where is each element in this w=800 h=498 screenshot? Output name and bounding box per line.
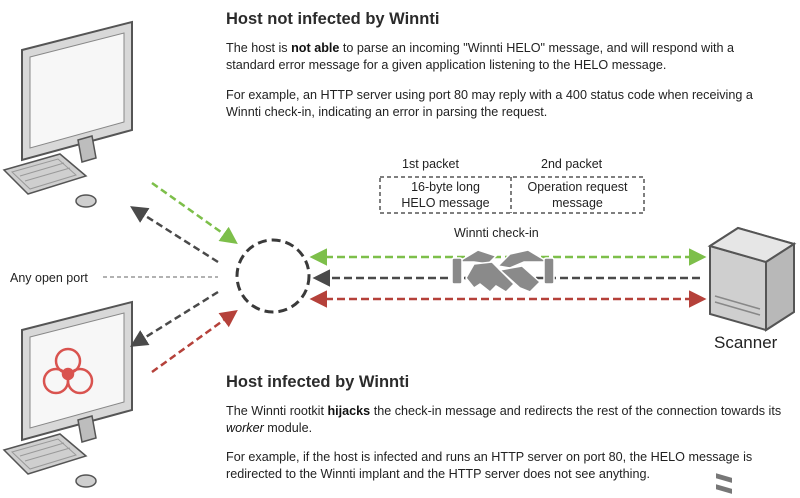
open-port-label: Any open port <box>10 271 88 285</box>
bottom-computer-icon <box>2 300 133 488</box>
top-incoming-arrow <box>151 181 238 245</box>
handshake-icon <box>451 249 555 294</box>
top-response-arrow <box>130 206 219 264</box>
first-packet-label: 1st packet <box>402 157 459 171</box>
second-packet-label: 2nd packet <box>541 157 603 171</box>
bottom-paragraph-2: For example, if the host is infected and… <box>226 450 753 481</box>
checkin-label: Winnti check-in <box>454 226 539 240</box>
top-paragraph-1: The host is not able to parse an incomin… <box>226 41 735 72</box>
scanner-label: Scanner <box>714 333 778 352</box>
top-heading: Host not infected by Winnti <box>226 10 440 28</box>
bottom-paragraph-1: The Winnti rootkit hijacks the check-in … <box>226 404 782 435</box>
scanner-server-icon <box>707 226 797 494</box>
bottom-incoming-arrow <box>151 309 238 374</box>
top-paragraph-2: For example, an HTTP server using port 8… <box>226 88 753 119</box>
biohazard-icon <box>42 347 94 395</box>
bottom-response-arrow <box>130 290 219 347</box>
packet-box <box>379 176 645 214</box>
bottom-heading: Host infected by Winnti <box>226 373 410 391</box>
top-computer-icon <box>2 20 133 208</box>
port-circle <box>235 238 311 314</box>
